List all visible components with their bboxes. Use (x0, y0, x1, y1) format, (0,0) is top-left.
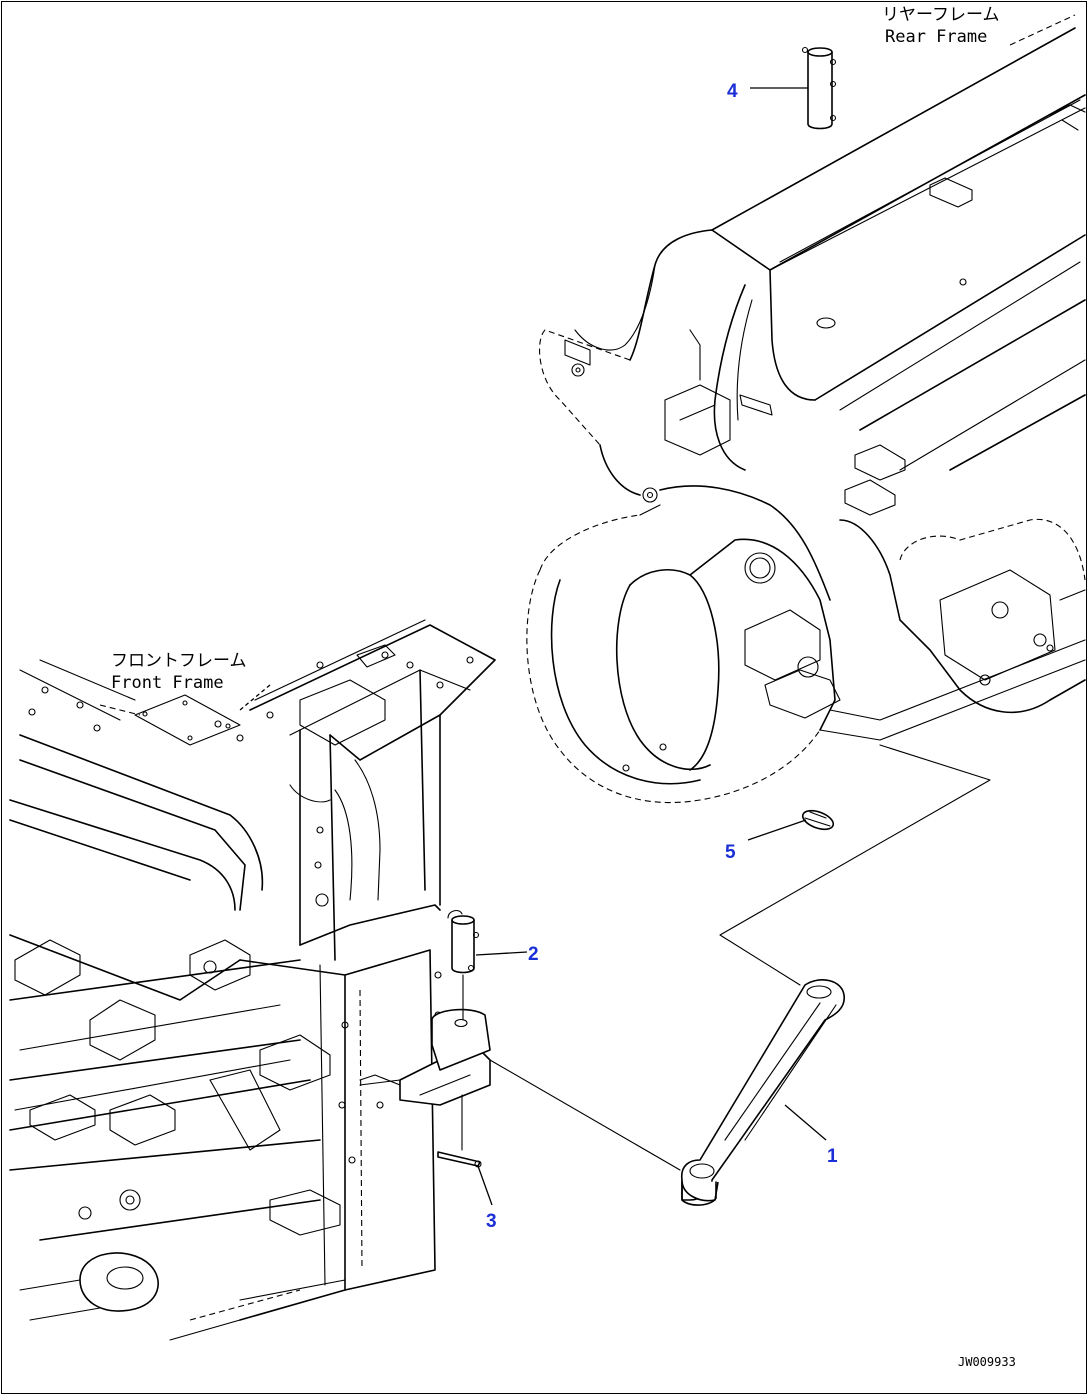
projection-lines (462, 744, 991, 1171)
link-part-1 (680, 979, 845, 1206)
rear-frame-label-jp: リヤーフレーム (882, 5, 999, 25)
callout-2: 2 (528, 944, 539, 965)
drawing-code: JW009933 (958, 1355, 1016, 1369)
rear-frame (526, 14, 1086, 804)
bolt-part-3 (437, 1094, 482, 1168)
callout-1: 1 (827, 1146, 838, 1167)
front-frame-label-jp: フロントフレーム (111, 651, 247, 671)
callout-4: 4 (727, 81, 738, 102)
plug-part-5 (801, 809, 835, 831)
front-frame-label-en: Front Frame (111, 673, 224, 693)
pin-part-2 (447, 909, 480, 1011)
rear-frame-label-en: Rear Frame (885, 27, 987, 47)
callout-5: 5 (725, 842, 736, 863)
pin-part-4 (801, 46, 837, 130)
callout-3: 3 (486, 1211, 497, 1232)
front-frame (9, 619, 496, 1341)
leader-lines (239, 87, 827, 1206)
